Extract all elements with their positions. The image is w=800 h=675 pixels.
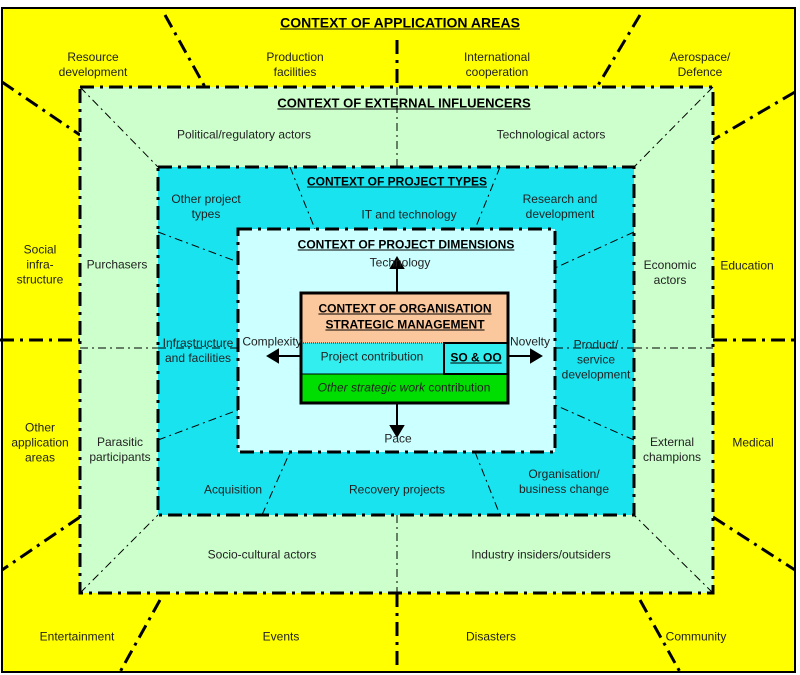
- area-label: Disasters: [465, 629, 517, 644]
- other-contribution-box: [301, 374, 508, 403]
- application-dividers: [0, 14, 796, 673]
- type-label: Other project types: [171, 192, 241, 221]
- other-contribution-label: Other strategic work contribution: [318, 381, 491, 396]
- type-label: Infrastructure and facilities: [162, 336, 234, 365]
- type-label: Product/ service development: [561, 337, 631, 382]
- actor-label: Industry insiders/outsiders: [471, 547, 611, 562]
- area-label: Resource development: [58, 50, 128, 79]
- area-label: Community: [665, 629, 727, 644]
- type-label: Organisation/ business change: [518, 467, 610, 496]
- area-label: Entertainment: [39, 629, 115, 644]
- external-dividers: [79, 86, 714, 594]
- type-label: Acquisition: [203, 482, 263, 497]
- area-label: Events: [262, 629, 300, 644]
- actor-label: Political/regulatory actors: [176, 127, 312, 142]
- types-title: CONTEXT OF PROJECT TYPES: [306, 174, 488, 189]
- type-label: Recovery projects: [348, 482, 446, 497]
- actor-label: External champions: [642, 435, 702, 464]
- actor-label: Economic actors: [643, 258, 697, 287]
- type-label: Research and development: [522, 192, 598, 221]
- core-title-line2: STRATEGIC MANAGEMENT: [325, 317, 485, 332]
- external-title: CONTEXT OF EXTERNAL INFLUENCERS: [277, 95, 531, 111]
- actor-label: Technological actors: [496, 127, 606, 142]
- other-rest: contribution: [425, 380, 491, 395]
- axis-novelty: Novelty: [509, 334, 551, 349]
- area-label: Medical: [732, 435, 774, 450]
- axis-complexity: Complexity: [242, 334, 302, 349]
- axis-pace: Pace: [384, 431, 412, 446]
- project-contribution-label: Project contribution: [320, 349, 424, 364]
- actor-label: Parasitic participants: [89, 435, 151, 464]
- dimension-arrows: [266, 256, 543, 438]
- type-label: IT and technology: [361, 207, 457, 222]
- other-italic: Other strategic work: [317, 380, 425, 395]
- area-label: Education: [720, 258, 774, 273]
- area-label: Aerospace/ Defence: [669, 50, 731, 79]
- so-oo-label: SO & OO: [450, 350, 502, 365]
- strategic-management-box: [301, 293, 508, 343]
- area-label: Production facilities: [266, 50, 324, 79]
- area-label: International cooperation: [463, 50, 531, 79]
- dimensions-title: CONTEXT OF PROJECT DIMENSIONS: [297, 237, 515, 252]
- types-dividers: [157, 166, 635, 516]
- actor-label: Purchasers: [86, 257, 148, 272]
- area-label: Social infra- structure: [16, 242, 64, 287]
- axis-technology: Technology: [369, 255, 431, 270]
- application-title: CONTEXT OF APPLICATION AREAS: [280, 14, 520, 31]
- actor-label: Socio-cultural actors: [207, 547, 317, 562]
- core-title-line1: CONTEXT OF ORGANISATION: [318, 301, 492, 316]
- area-label: Other application areas: [11, 420, 69, 465]
- so-oo-box: [443, 342, 509, 375]
